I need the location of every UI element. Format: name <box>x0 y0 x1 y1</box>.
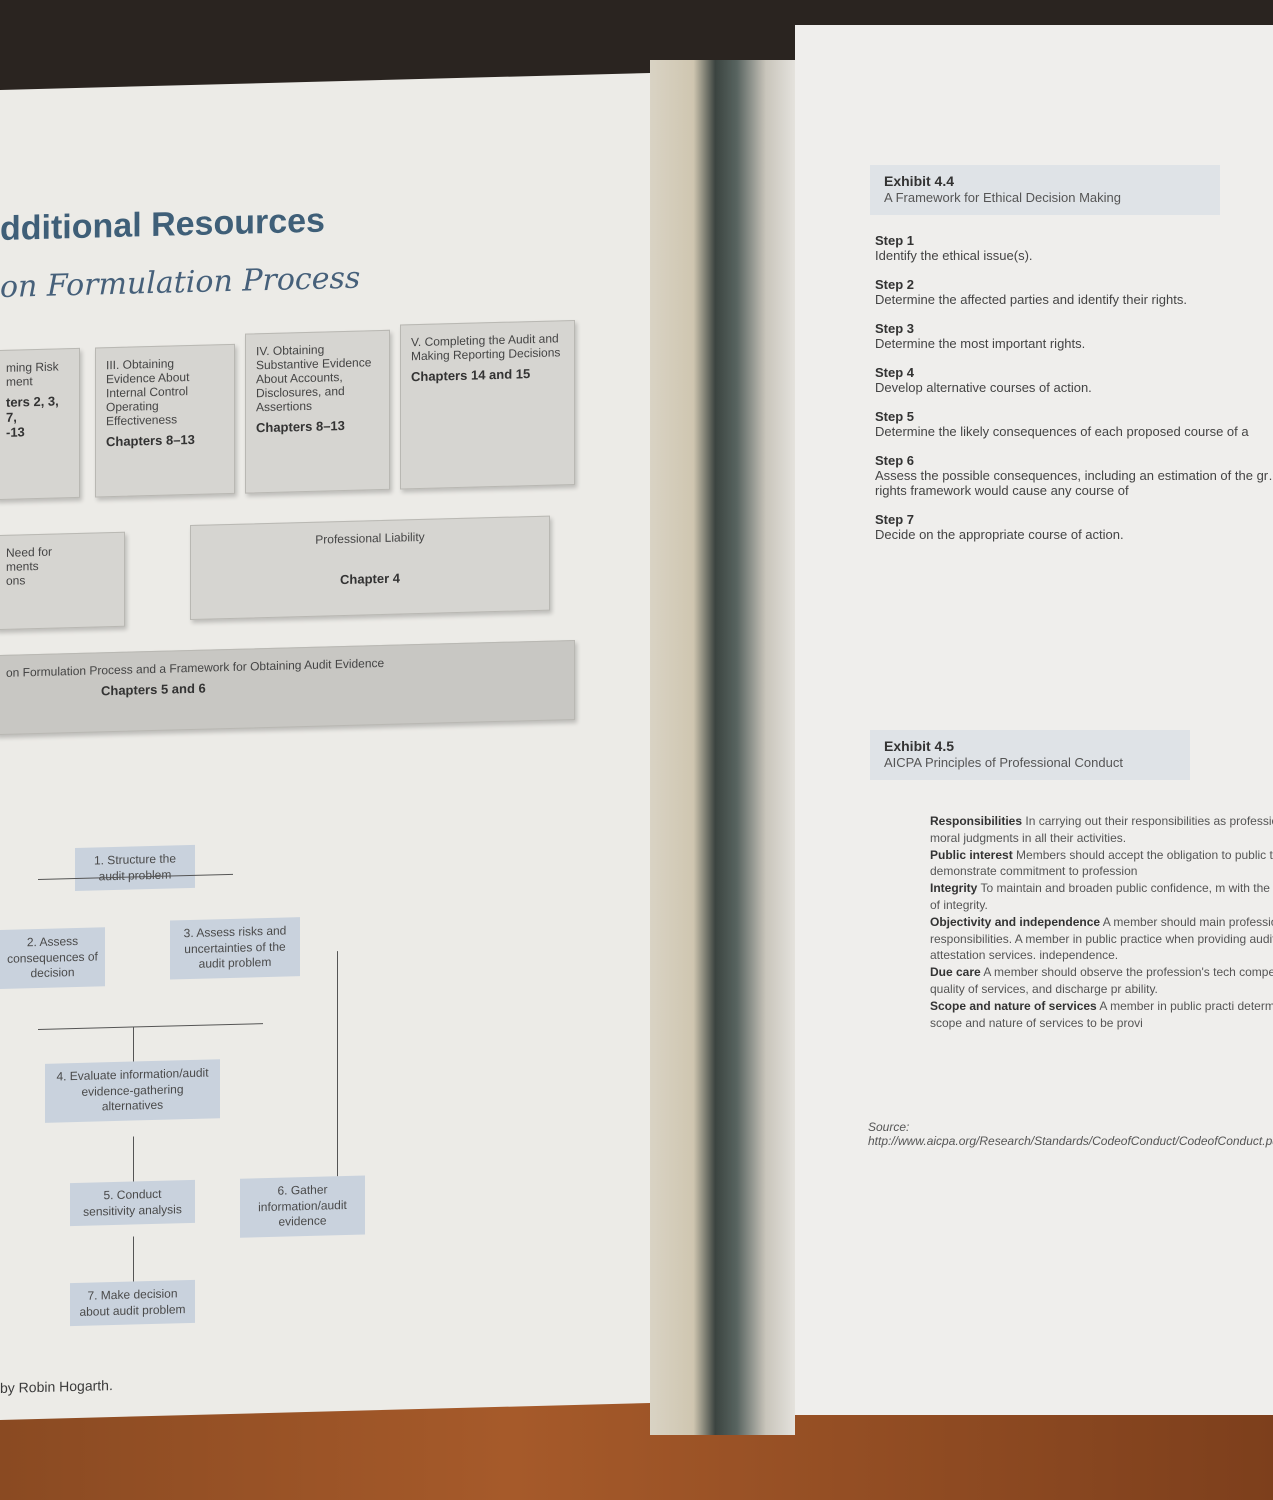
flow-step-3: 3. Assess risks and uncertainties of the… <box>170 917 300 980</box>
flow-step-6: 6. Gather information/audit evidence <box>240 1175 365 1238</box>
source-citation: Source: http://www.aicpa.org/Research/St… <box>868 1120 1273 1148</box>
flow-step-7: 7. Make decision about audit problem <box>70 1279 195 1327</box>
connector <box>133 1236 134 1282</box>
wood-floor <box>0 1400 1273 1500</box>
principles-list: Responsibilities In carrying out their r… <box>930 813 1273 1031</box>
book-spine <box>650 60 795 1435</box>
principle-item: Scope and nature of services A member in… <box>930 998 1273 1030</box>
connector <box>133 1136 134 1182</box>
page-subheading: on Formulation Process <box>0 260 361 305</box>
connector <box>133 1026 134 1062</box>
flow-step-4: 4. Evaluate information/audit evidence-g… <box>45 1059 220 1123</box>
flow-step-5: 5. Conduct sensitivity analysis <box>70 1179 195 1227</box>
principle-item: Due care A member should observe the pro… <box>930 965 1273 996</box>
principle-item: Integrity To maintain and broaden public… <box>930 881 1273 912</box>
credit-line: by Robin Hogarth. <box>0 1377 113 1396</box>
connector <box>38 1023 263 1031</box>
chevron-phase-5: V. Completing the Audit and Making Repor… <box>400 319 575 490</box>
principle-item: Responsibilities In carrying out their r… <box>930 814 1273 845</box>
left-book-page: dditional Resources on Formulation Proce… <box>0 72 655 1420</box>
chevron-phase-3: III. Obtaining Evidence About Internal C… <box>95 343 235 498</box>
flow-step-2: 2. Assess consequences of decision <box>0 927 105 989</box>
chevron-phase-4: IV. Obtaining Substantive Evidence About… <box>245 329 390 494</box>
connector <box>337 951 338 1177</box>
base-bar: on Formulation Process and a Framework f… <box>0 639 575 736</box>
need-box: Need for ments ons <box>0 531 125 631</box>
principle-item: Public interest Members should accept th… <box>930 847 1273 879</box>
principle-item: Objectivity and independence A member sh… <box>930 914 1273 963</box>
page-heading: dditional Resources <box>0 201 325 248</box>
flow-step-1: 1. Structure the audit problem <box>75 844 195 892</box>
